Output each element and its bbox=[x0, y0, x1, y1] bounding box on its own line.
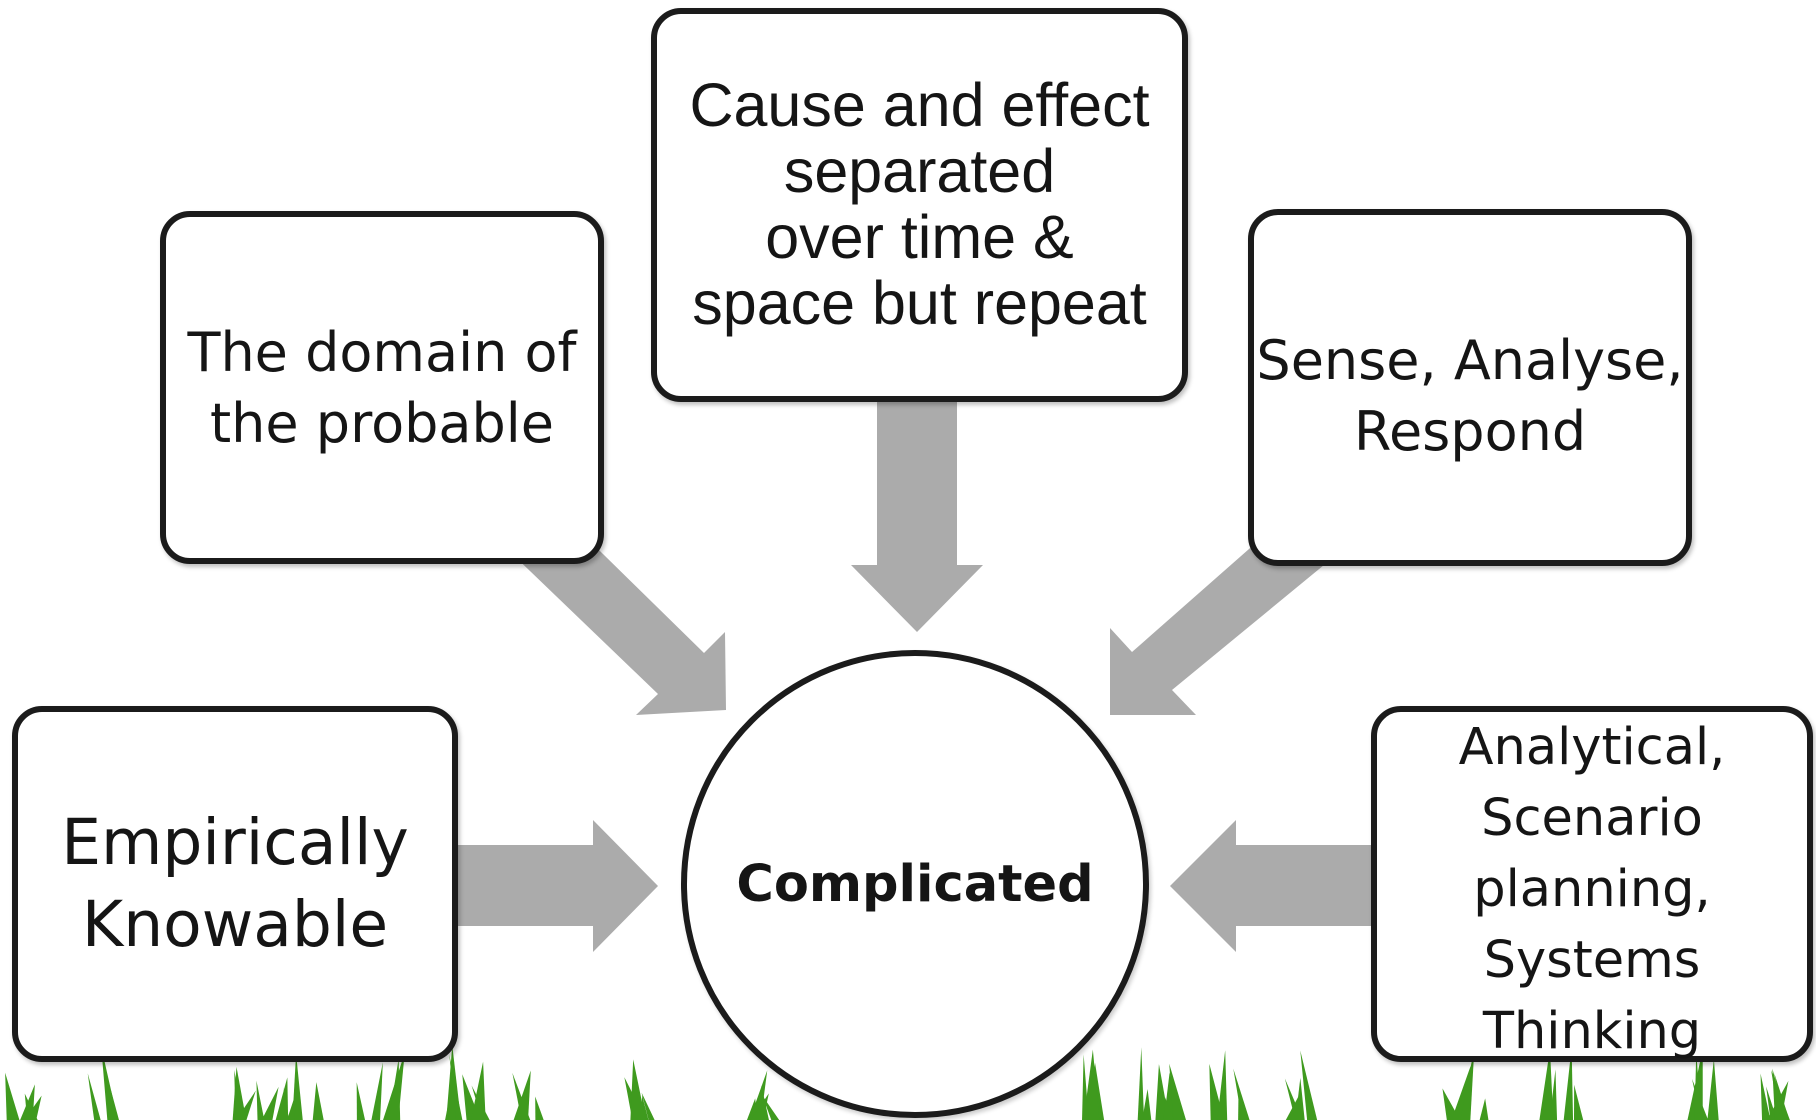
grass-blade bbox=[388, 1058, 401, 1120]
grass-blade bbox=[261, 1086, 279, 1120]
box-bottom-left: Empirically Knowable bbox=[12, 706, 458, 1062]
box-bottom-left-line-2: Knowable bbox=[81, 888, 389, 961]
grass-blade bbox=[5, 1072, 20, 1120]
grass-blade bbox=[1573, 1084, 1584, 1120]
arrow-top-center bbox=[851, 400, 983, 632]
box-bottom-right-line-2: Scenario bbox=[1481, 789, 1703, 848]
grass-blade bbox=[1300, 1050, 1318, 1120]
center-circle: Complicated bbox=[681, 650, 1149, 1118]
grass-blade bbox=[1563, 1047, 1574, 1120]
grass-blade bbox=[1760, 1073, 1771, 1120]
grass-blade bbox=[1479, 1098, 1489, 1120]
grass-blade bbox=[749, 1070, 768, 1120]
box-bottom-right-line-3: planning, bbox=[1473, 860, 1711, 919]
box-bottom-right-line-4: Systems bbox=[1483, 931, 1701, 990]
box-top-center-line-3: over time & bbox=[765, 203, 1074, 271]
arrow-right bbox=[1170, 820, 1372, 952]
grass-blade bbox=[87, 1073, 101, 1120]
grass-blade bbox=[1707, 1059, 1719, 1120]
center-label: Complicated bbox=[736, 854, 1094, 914]
grass-blade bbox=[535, 1096, 544, 1120]
box-top-right-line-1: Sense, Analyse, bbox=[1256, 329, 1684, 392]
arrow-top-right bbox=[1110, 520, 1324, 715]
grass-blade bbox=[1142, 1088, 1152, 1120]
box-bottom-right: Analytical, Scenario planning, Systems T… bbox=[1371, 706, 1813, 1062]
grass-blade bbox=[1442, 1088, 1461, 1120]
grass-blade bbox=[20, 1084, 35, 1120]
grass-blade bbox=[232, 1066, 247, 1120]
grass-blade bbox=[1694, 1052, 1702, 1120]
grass-blade bbox=[275, 1077, 289, 1120]
grass-blade bbox=[630, 1059, 646, 1120]
grass-blade bbox=[101, 1046, 118, 1120]
box-top-left-line-2: the probable bbox=[210, 391, 554, 455]
box-top-center-line-1: Cause and effect bbox=[689, 71, 1150, 139]
grass-blade bbox=[312, 1082, 324, 1120]
grass-blade bbox=[1539, 1049, 1554, 1120]
grass-blade bbox=[371, 1062, 383, 1120]
grass-blade bbox=[1549, 1069, 1558, 1120]
grass-blade bbox=[1233, 1068, 1250, 1120]
box-top-left-line-1: The domain of bbox=[187, 320, 577, 384]
grass-blade bbox=[1163, 1097, 1175, 1120]
grass-blade bbox=[1460, 1047, 1475, 1120]
grass-blade bbox=[470, 1061, 486, 1120]
box-bottom-left-line-1: Empirically bbox=[61, 806, 409, 879]
box-top-left: The domain of the probable bbox=[160, 211, 604, 564]
box-bottom-right-line-1: Analytical, bbox=[1458, 718, 1726, 777]
box-top-center: Cause and effect separated over time & s… bbox=[651, 8, 1188, 402]
grass-blade bbox=[513, 1070, 531, 1120]
box-top-right: Sense, Analyse, Respond bbox=[1248, 209, 1692, 566]
box-top-center-line-2: separated bbox=[783, 137, 1056, 205]
grass-blade bbox=[449, 1054, 463, 1120]
arrow-left bbox=[455, 820, 658, 952]
grass-blade bbox=[641, 1092, 655, 1120]
grass-blade bbox=[1082, 1054, 1089, 1120]
grass-blade bbox=[107, 1089, 119, 1120]
grass-blade bbox=[750, 1093, 769, 1120]
grass-blade bbox=[1217, 1050, 1228, 1120]
grass-blade bbox=[24, 1095, 42, 1120]
grass-blade bbox=[1774, 1072, 1790, 1120]
grass-blade bbox=[624, 1077, 646, 1120]
grass-blade bbox=[1169, 1063, 1187, 1120]
grass-blade bbox=[286, 1086, 298, 1120]
grass-blade bbox=[256, 1080, 265, 1120]
grass-blade bbox=[512, 1072, 531, 1120]
box-top-right-line-2: Respond bbox=[1353, 400, 1587, 463]
box-bottom-right-line-5: Thinking bbox=[1482, 1002, 1702, 1061]
grass-blade bbox=[1137, 1047, 1145, 1120]
box-top-center-line-4: space but repeat bbox=[692, 269, 1147, 337]
grass-blade bbox=[471, 1085, 490, 1120]
grass-blade bbox=[1284, 1078, 1303, 1120]
grass-blade bbox=[1083, 1049, 1100, 1120]
grass-blade bbox=[356, 1082, 366, 1120]
